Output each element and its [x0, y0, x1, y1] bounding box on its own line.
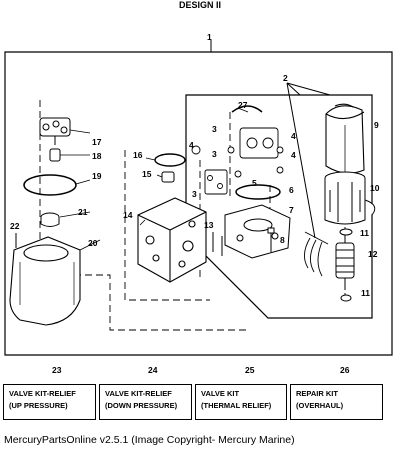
fill-cap	[40, 212, 60, 227]
kit-line1: VALVE KIT	[201, 389, 240, 398]
callout-3b: 3	[212, 149, 217, 159]
filter-18	[49, 148, 61, 162]
kit-line2: (OVERHAUL)	[296, 401, 344, 410]
screws-13	[212, 232, 223, 256]
callout-20: 20	[88, 238, 98, 248]
screw-8	[267, 227, 275, 252]
kit-line2: (UP PRESSURE)	[9, 401, 68, 410]
kit-box-repair-kit[interactable]: REPAIR KIT (OVERHAUL)	[290, 384, 383, 420]
kit-number-23: 23	[52, 365, 62, 375]
armature	[335, 232, 355, 290]
kit-line1: VALVE KIT-RELIEF	[9, 389, 76, 398]
callout-10: 10	[370, 183, 380, 193]
callout-3c: 3	[192, 189, 197, 199]
kit-line2: (DOWN PRESSURE)	[105, 401, 178, 410]
callout-17: 17	[92, 137, 102, 147]
callout-15: 15	[142, 169, 152, 179]
o-ring-19	[23, 174, 77, 196]
pump-gear	[39, 117, 71, 145]
callout-7: 7	[289, 205, 294, 215]
assembly-outline	[4, 51, 393, 356]
o-ring-16	[154, 153, 186, 167]
valve-components	[191, 105, 284, 195]
callout-14: 14	[123, 210, 133, 220]
kit-number-25: 25	[245, 365, 255, 375]
callout-11a: 11	[360, 228, 369, 238]
washers	[339, 228, 353, 302]
callout-1: 1	[207, 32, 212, 42]
copyright-footer: MercuryPartsOnline v2.5.1 (Image Copyrig…	[4, 434, 295, 446]
kit-number-26: 26	[340, 365, 350, 375]
kit-box-down-pressure[interactable]: VALVE KIT-RELIEF (DOWN PRESSURE)	[99, 384, 192, 420]
callout-2: 2	[283, 73, 288, 83]
valve-body	[224, 204, 291, 259]
kit-box-up-pressure[interactable]: VALVE KIT-RELIEF (UP PRESSURE)	[3, 384, 96, 420]
callout-11b: 11	[361, 288, 370, 298]
callout-27: 27	[238, 100, 248, 110]
callout-5: 5	[252, 178, 257, 188]
kit-box-thermal-relief[interactable]: VALVE KIT (THERMAL RELIEF)	[195, 384, 287, 420]
callout-12: 12	[368, 249, 378, 259]
plug-15	[161, 171, 175, 183]
callout-16: 16	[133, 150, 143, 160]
callout-22: 22	[10, 221, 20, 231]
o-ring-6	[235, 184, 281, 200]
pump-manifold	[137, 197, 207, 283]
callout-21: 21	[78, 207, 88, 217]
callout-4b: 4	[291, 131, 296, 141]
callout-3a: 3	[212, 124, 217, 134]
diagram-title: DESIGN II	[178, 0, 221, 10]
motor-cover	[325, 103, 365, 174]
callout-13: 13	[204, 220, 214, 230]
field-assembly	[324, 171, 376, 225]
callout-6: 6	[289, 185, 294, 195]
callout-19: 19	[92, 171, 102, 181]
kit-number-24: 24	[148, 365, 158, 375]
reservoir	[9, 236, 81, 326]
callout-8: 8	[280, 235, 285, 245]
kit-line1: VALVE KIT-RELIEF	[105, 389, 172, 398]
brush-leads	[304, 231, 329, 277]
callout-18: 18	[92, 151, 102, 161]
callout-4c: 4	[291, 150, 296, 160]
kit-line2: (THERMAL RELIEF)	[201, 401, 272, 410]
kit-line1: REPAIR KIT	[296, 389, 338, 398]
exploded-parts-diagram: 1 2 3 3 3 4 4 4 5 6 7 8 9 10 11 11 12 13…	[4, 32, 393, 356]
callout-9: 9	[374, 120, 379, 130]
callout-4a: 4	[189, 140, 194, 150]
